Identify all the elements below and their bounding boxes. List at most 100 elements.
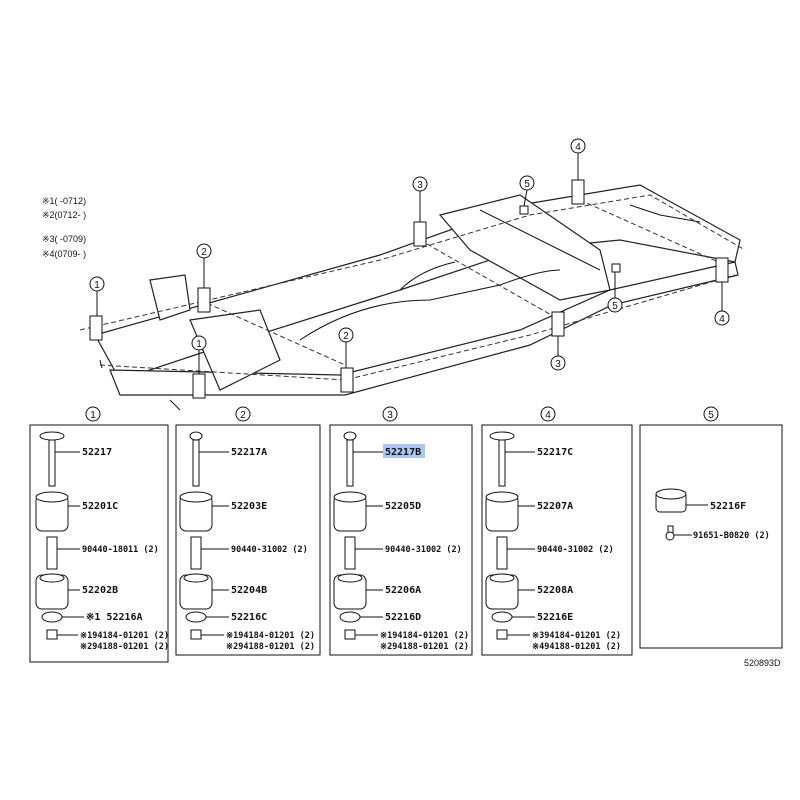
part-number-label[interactable]: 52217C	[537, 447, 573, 458]
svg-text:1: 1	[196, 339, 202, 350]
panel-1: 1 52217 52201C 90440-18011 (2) 52202B ※1 5221…	[29, 406, 169, 663]
cushion-top	[489, 573, 515, 583]
part-number-label[interactable]: ※294188-01201 (2)	[380, 642, 469, 652]
note-1: ※1( -0712)	[42, 196, 86, 206]
bolt-head-icon	[489, 431, 515, 441]
bolt-icon	[346, 439, 354, 487]
washer-icon	[339, 611, 361, 623]
bolt-icon	[498, 439, 506, 487]
part-number-label[interactable]: 52203E	[231, 501, 267, 512]
panel-number: 5	[708, 410, 714, 421]
panel-number: 4	[545, 410, 551, 421]
panel-number-circle	[235, 406, 251, 422]
washer-icon	[491, 611, 513, 623]
panel-4: 4 52217C 52207A 90440-31002 (2) 52208A 52216E…	[481, 406, 633, 656]
nut-icon	[46, 629, 58, 640]
cushion-top	[39, 573, 65, 583]
part-number-label[interactable]: 52205D	[385, 501, 421, 512]
part-number-label[interactable]: 52201C	[82, 501, 118, 512]
cushion-top	[333, 491, 367, 503]
applicability-notes: ※1( -0712) ※2(0712- ) ※3( -0709) ※4(0709…	[42, 196, 86, 259]
panel-border	[29, 424, 169, 663]
svg-text:3: 3	[555, 359, 561, 370]
part-number-label[interactable]: 90440-31002 (2)	[231, 545, 308, 555]
panel-3: 3 52217B 52205D 90440-31002 (2) 52206A 52216D…	[329, 406, 473, 656]
callout-5[interactable]: 5	[519, 175, 535, 191]
svg-text:2: 2	[201, 247, 207, 258]
panel-number: 1	[90, 410, 96, 421]
callout-4[interactable]: 4	[714, 310, 730, 326]
part-number-label[interactable]: 90440-18011 (2)	[82, 545, 159, 555]
stopper-top	[655, 488, 687, 500]
part-number-label[interactable]: ※194184-01201 (2)	[226, 631, 315, 641]
panel-2: 2 52217A 52203E 90440-31002 (2) 52204B 52216C…	[175, 406, 321, 656]
bolt-icon	[192, 439, 200, 487]
panel-number-circle	[703, 406, 719, 422]
part-number-label[interactable]: ※194184-01201 (2)	[80, 631, 169, 641]
callout-4[interactable]: 4	[570, 138, 586, 154]
part-number-label[interactable]: ※1 52216A	[86, 612, 143, 623]
part-number-label[interactable]: ※494188-01201 (2)	[532, 642, 621, 652]
part-number-label[interactable]: ※294188-01201 (2)	[226, 642, 315, 652]
part-number-label[interactable]: 52206A	[385, 585, 421, 596]
callout-3[interactable]: 3	[412, 176, 428, 192]
svg-text:4: 4	[719, 314, 725, 325]
panel-number-circle	[85, 406, 101, 422]
callout-3[interactable]: 3	[550, 355, 566, 371]
part-number-label[interactable]: 52216E	[537, 612, 573, 623]
mount-symbols	[89, 179, 729, 399]
part-number-label[interactable]: 52208A	[537, 585, 573, 596]
note-2: ※2(0712- )	[42, 210, 86, 220]
callout-2[interactable]: 2	[196, 243, 212, 259]
svg-text:3: 3	[417, 180, 423, 191]
part-number-label[interactable]: 90440-31002 (2)	[385, 545, 462, 555]
nut-icon	[344, 629, 356, 640]
part-number-label[interactable]: 52202B	[82, 585, 118, 596]
callout-2[interactable]: 2	[338, 327, 354, 343]
panel-number: 2	[240, 410, 246, 421]
part-number-label[interactable]: 52216F	[710, 501, 746, 512]
diagram-id: 520893D	[744, 658, 781, 668]
nut-icon	[496, 629, 508, 640]
callout-1[interactable]: 1	[89, 276, 105, 292]
part-number-label[interactable]: ※394184-01201 (2)	[532, 631, 621, 641]
part-number-label[interactable]: 52207A	[537, 501, 573, 512]
bolt-icon	[48, 439, 56, 487]
part-number-label[interactable]: ※294188-01201 (2)	[80, 642, 169, 652]
sleeve-icon	[190, 536, 202, 570]
panel-border	[481, 424, 633, 656]
svg-text:5: 5	[612, 301, 618, 312]
svg-text:5: 5	[524, 179, 530, 190]
part-number-label[interactable]: 52216C	[231, 612, 267, 623]
chassis-frame-drawing	[79, 153, 746, 411]
note-4: ※4(0709- )	[42, 249, 86, 259]
part-number-label[interactable]: 52204B	[231, 585, 267, 596]
panel-5: 5 52216F 91651-B0820 (2)	[639, 406, 783, 649]
panel-number-circle	[382, 406, 398, 422]
callouts: 1 2 3 4 5 2 1 3 5 4	[89, 138, 730, 371]
washer-icon	[185, 611, 207, 623]
part-number-label[interactable]: 52217	[82, 447, 112, 458]
part-number-label[interactable]: 91651-B0820 (2)	[693, 531, 770, 541]
svg-text:4: 4	[575, 142, 581, 153]
selection-highlight	[383, 444, 425, 458]
panel-border	[329, 424, 473, 656]
part-number-label[interactable]: 52217A	[231, 447, 267, 458]
sleeve-icon	[496, 536, 508, 570]
bolt-head-icon	[343, 431, 357, 441]
bolt-head-icon	[39, 431, 65, 441]
part-number-label[interactable]: 52217B	[385, 447, 421, 458]
part-number-label[interactable]: 90440-31002 (2)	[537, 545, 614, 555]
svg-text:2: 2	[343, 331, 349, 342]
callout-5[interactable]: 5	[607, 297, 623, 313]
callout-1[interactable]: 1	[191, 335, 207, 351]
part-number-label[interactable]: 52216D	[385, 612, 421, 623]
bolt-head-icon	[189, 431, 203, 441]
cushion-top	[337, 573, 363, 583]
sleeve-icon	[344, 536, 356, 570]
note-3: ※3( -0709)	[42, 234, 86, 244]
svg-text:1: 1	[94, 280, 100, 291]
panel-number: 3	[387, 410, 393, 421]
part-number-label[interactable]: ※194184-01201 (2)	[380, 631, 469, 641]
